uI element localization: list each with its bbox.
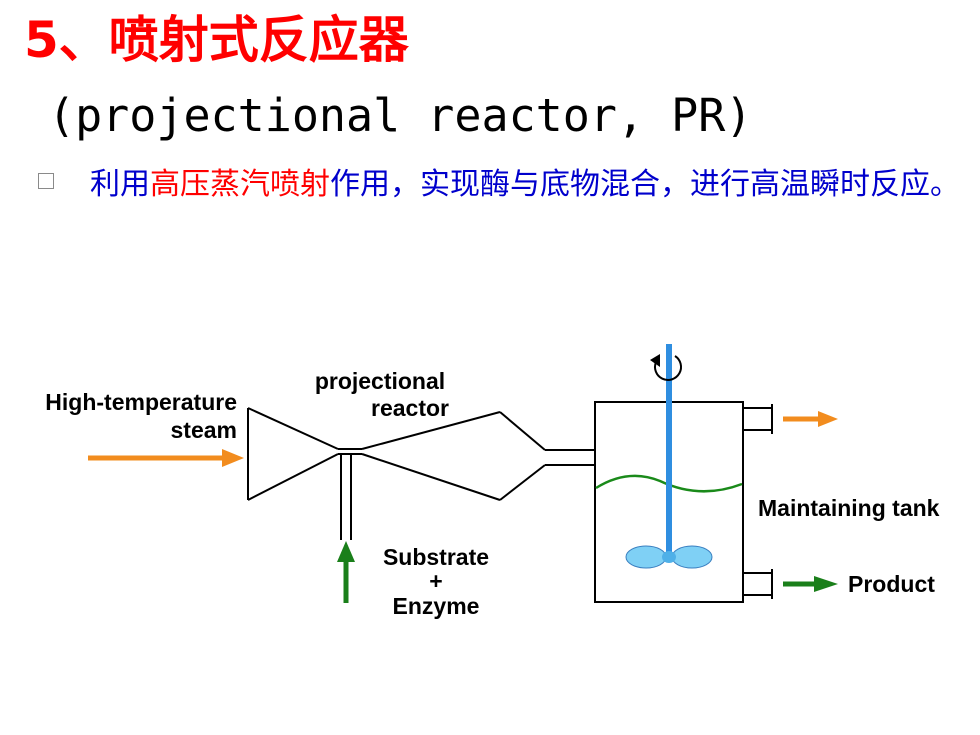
steam-label-line2: steam [171,417,237,443]
steam-arrow [88,449,244,467]
reactor-label-line2: reactor [371,395,449,421]
bullet-text: 利用高压蒸汽喷射作用，实现酶与底物混合，进行高温瞬时反应。 [90,160,970,210]
feed-arrow [337,541,355,603]
impeller-icon [625,545,713,569]
product-arrow [783,576,838,592]
substrate-label-line1: Substrate [383,544,489,570]
rotation-arrow-icon [650,354,682,381]
slide-title: 5、喷射式反应器 [24,11,409,69]
bullet-text-part1: 利用 [90,167,150,202]
substrate-label-line2: Enzyme [393,593,480,619]
slide-subtitle: (projectional reactor, PR) [48,89,753,142]
maintaining-tank [594,401,773,603]
liquid-surface [595,474,743,493]
projectional-reactor [247,407,595,540]
substrate-label-plus: + [429,568,442,594]
tank-label: Maintaining tank [758,495,940,521]
reactor-label-line1: projectional [315,368,445,394]
product-label: Product [848,571,935,597]
bullet-text-highlight: 高压蒸汽喷射 [150,167,330,202]
outlet-arrow [783,411,838,427]
bullet-text-part2: 作用，实现酶与底物混合，进行高温瞬时反应。 [330,167,960,202]
steam-label-line1: High-temperature [45,389,237,415]
bullet-square-icon [38,173,54,189]
